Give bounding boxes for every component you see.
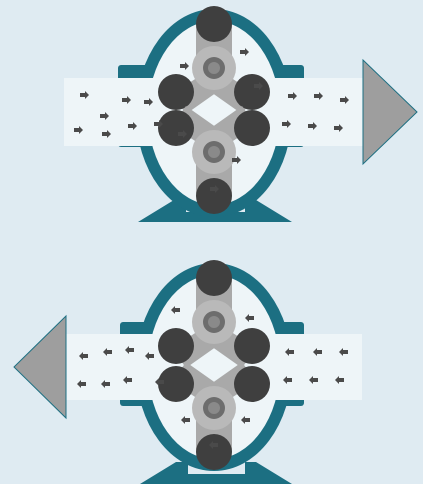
pump-top bbox=[64, 6, 418, 222]
pump-top-base bbox=[138, 200, 292, 222]
pump-bottom-base bbox=[140, 462, 292, 484]
flow-arrow-right-icon bbox=[362, 58, 418, 166]
flow-arrow-left-icon bbox=[13, 314, 67, 420]
pump-bottom bbox=[13, 260, 362, 484]
